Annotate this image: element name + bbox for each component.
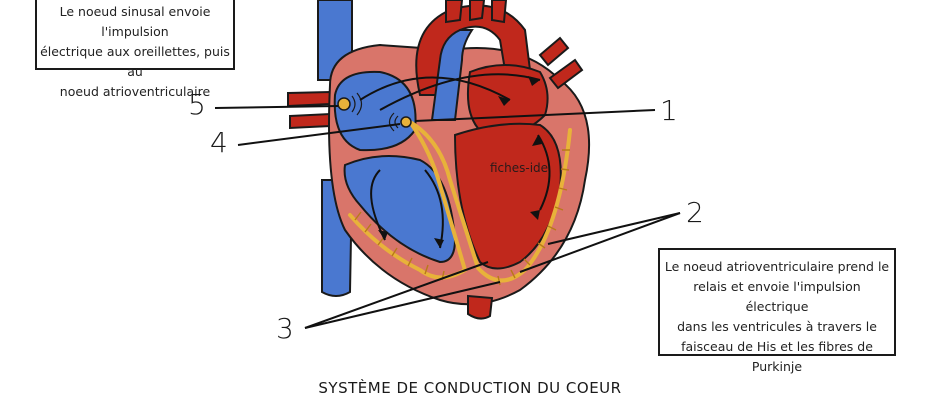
diagram-title: SYSTÈME DE CONDUCTION DU COEUR [318,379,622,397]
av-node [388,112,412,132]
leader-lines [214,105,681,329]
aorta-branch-1 [445,0,464,24]
label-1: 1 [660,94,678,127]
annotation-line: Le noeud sinusal envoie l'impulsion [59,4,211,39]
annotation-line: Le noeud atrioventriculaire prend le [664,259,890,274]
annotation-line: noeud atrioventriculaire [59,84,211,99]
annotation-line: dans les ventricules à travers le [677,319,877,334]
sinus-node [337,92,363,116]
purkinje-fibers [354,149,570,286]
pulmonary-artery [430,29,474,121]
arrow-heads [378,76,542,248]
right-atrium [333,70,417,152]
label-3: 3 [276,312,294,345]
label-2: 2 [686,196,704,229]
pulmonary-vein-left-2 [289,112,331,130]
annotation-line: faisceau de His et les fibres de Purkinj… [681,339,873,374]
pulmonary-vein-right-1 [538,36,570,67]
label-4: 4 [210,126,228,159]
annotation-line: relais et envoie l'impulsion électrique [693,279,861,314]
annotation-av-node: Le noeud atrioventriculaire prend le rel… [658,248,896,374]
annotation-line: électrique aux oreillettes, puis au [40,44,230,79]
annotation-sinus-node: Le noeud sinusal envoie l'impulsion élec… [35,0,235,99]
pulmonary-vein-right-2 [548,58,584,90]
watermark: fiches-ide [490,161,549,175]
aorta-branch-3 [491,0,508,24]
pulmonary-vein-left-1 [287,90,331,108]
label-5: 5 [188,88,206,121]
flow-arrows [359,73,551,249]
aorta-branch-2 [469,0,486,22]
descending-aorta [467,294,494,320]
conduction-system [348,120,572,283]
